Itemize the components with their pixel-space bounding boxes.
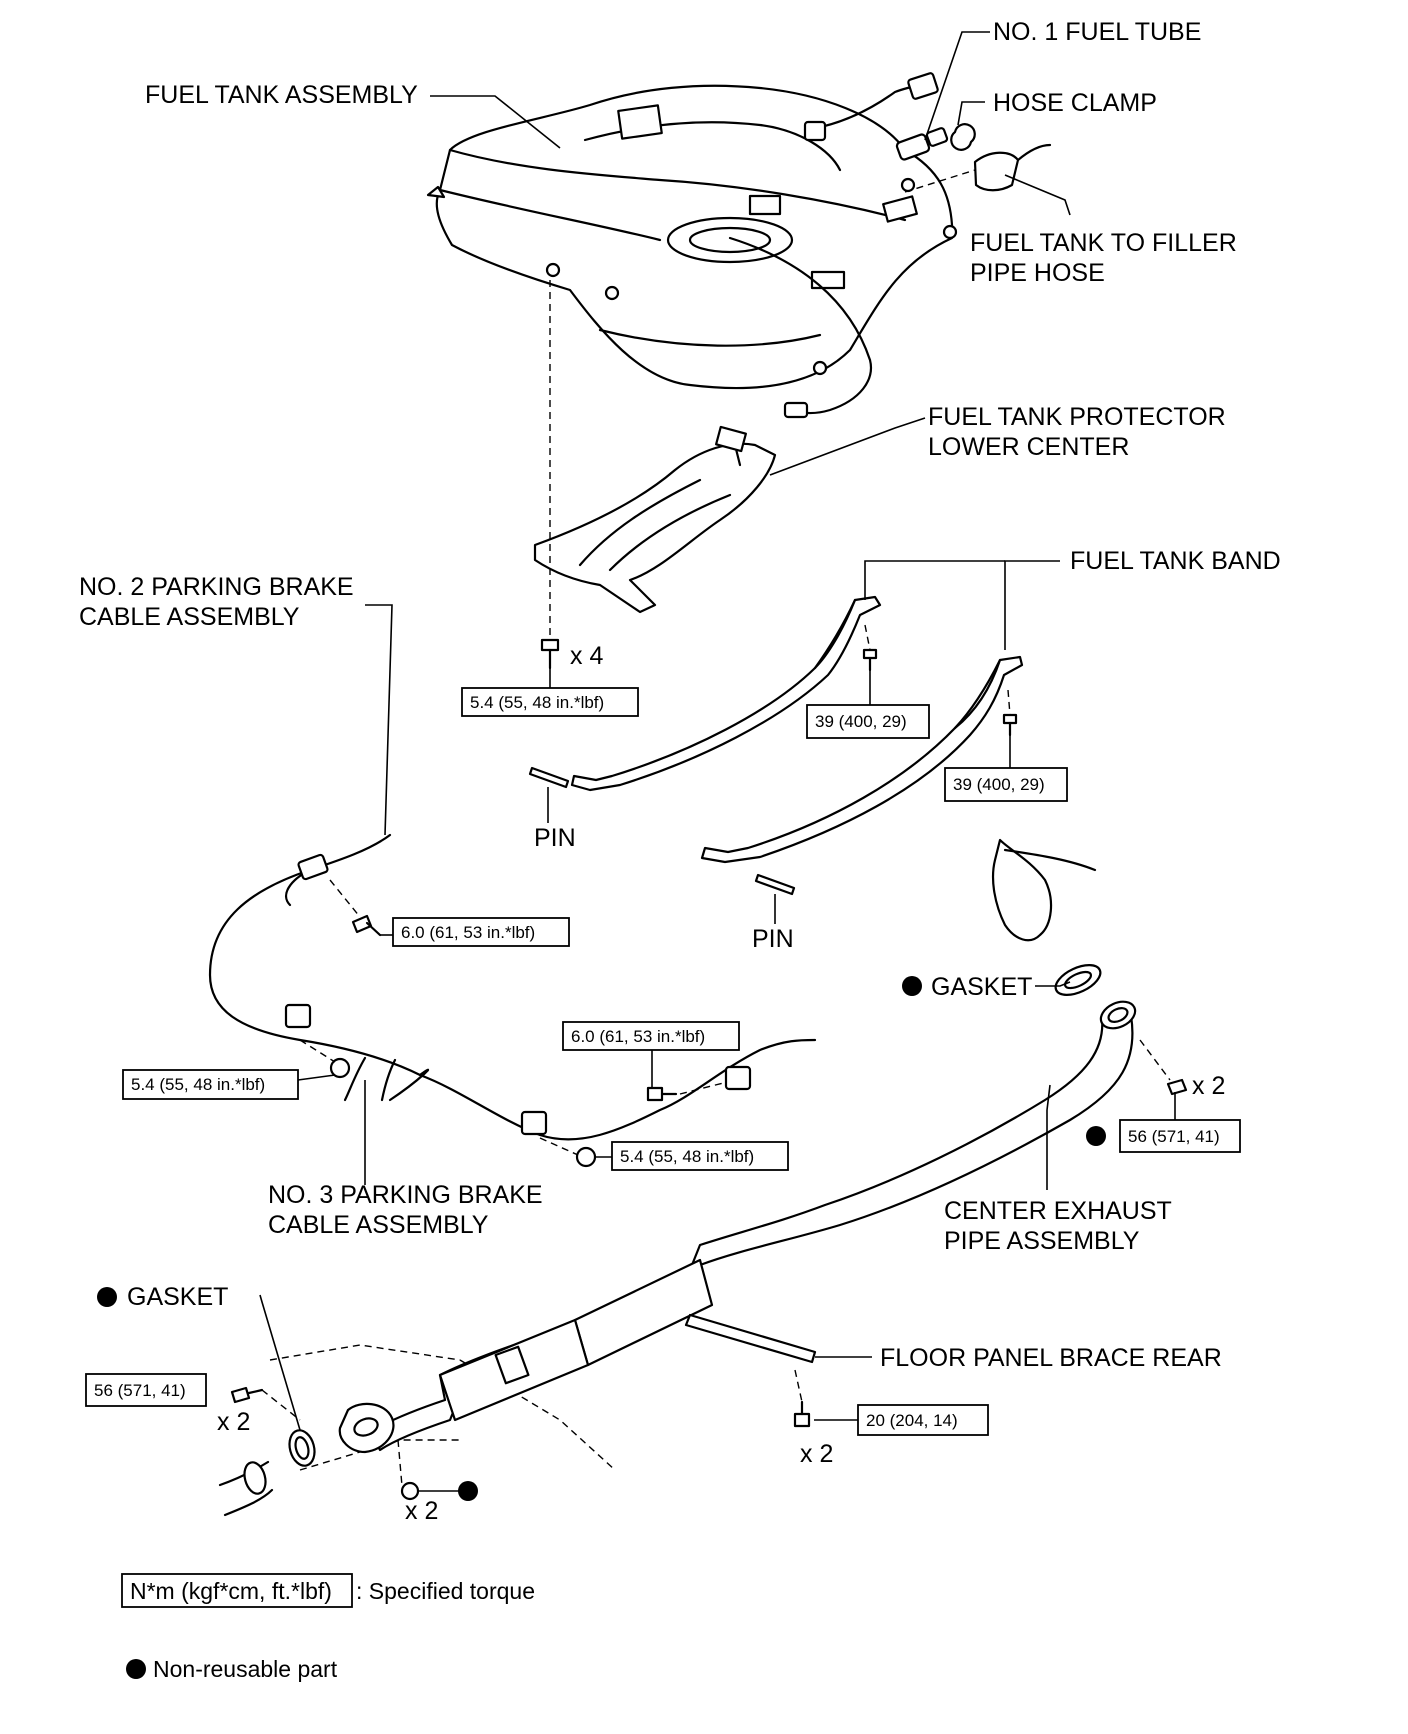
parking-brake-cables	[208, 833, 817, 1141]
label-pin-right: PIN	[752, 925, 794, 953]
label-gasket-lower: GASKET	[127, 1283, 228, 1311]
qty-exhaust-rear-bolts: x 2	[217, 1408, 250, 1436]
torque-cable-lower: 5.4 (55, 48 in.*lbf)	[620, 1147, 754, 1166]
fuel-tank-drawing	[426, 72, 958, 419]
label-protector-line2: LOWER CENTER	[928, 433, 1129, 461]
part-labels: FUEL TANK ASSEMBLY NO. 1 FUEL TUBE HOSE …	[79, 18, 1281, 1372]
torque-cable-upper: 6.0 (61, 53 in.*lbf)	[401, 923, 535, 942]
torque-boxes: 5.4 (55, 48 in.*lbf) 39 (400, 29) 39 (40…	[85, 687, 1241, 1436]
label-protector-line1: FUEL TANK PROTECTOR	[928, 403, 1226, 431]
legend-torque-key: N*m (kgf*cm, ft.*lbf)	[130, 1578, 332, 1604]
torque-cable-mid-right: 6.0 (61, 53 in.*lbf)	[571, 1027, 705, 1046]
label-filler-hose-line2: PIPE HOSE	[970, 259, 1105, 287]
label-exhaust-line1: CENTER EXHAUST	[944, 1197, 1172, 1225]
label-floor-brace: FLOOR PANEL BRACE REAR	[880, 1344, 1222, 1372]
label-no2-brake-line2: CABLE ASSEMBLY	[79, 603, 300, 631]
torque-exhaust-rear: 56 (571, 41)	[94, 1381, 186, 1400]
label-gasket-upper: GASKET	[931, 973, 1032, 1001]
non-reusable-marker-upper-gasket	[902, 976, 922, 996]
legend: N*m (kgf*cm, ft.*lbf) : Specified torque…	[121, 1573, 535, 1682]
label-no1-fuel-tube: NO. 1 FUEL TUBE	[993, 18, 1201, 46]
fuel-tube-and-hose	[895, 123, 1052, 193]
qty-tank-bolts: x 4	[570, 642, 603, 670]
label-fuel-tank-band: FUEL TANK BAND	[1070, 547, 1281, 575]
label-hose-clamp: HOSE CLAMP	[993, 89, 1157, 117]
fuel-tank-bands	[570, 595, 1024, 864]
legend-torque-desc: : Specified torque	[356, 1578, 535, 1604]
quantity-labels: x 4 x 2 x 2 x 2 x 2	[217, 642, 1225, 1525]
non-reusable-marker-front-nuts	[1086, 1126, 1106, 1146]
torque-floor-brace: 20 (204, 14)	[866, 1411, 958, 1430]
label-fuel-tank-assembly: FUEL TANK ASSEMBLY	[145, 81, 418, 109]
label-pin-left: PIN	[534, 824, 576, 852]
gaskets-and-brace	[218, 838, 1102, 1517]
label-no3-brake-line2: CABLE ASSEMBLY	[268, 1211, 489, 1239]
label-no2-brake-line1: NO. 2 PARKING BRAKE	[79, 573, 354, 601]
legend-non-reusable-desc: Non-reusable part	[153, 1656, 338, 1682]
label-filler-hose-line1: FUEL TANK TO FILLER	[970, 229, 1237, 257]
torque-band-rear: 39 (400, 29)	[953, 775, 1045, 794]
non-reusable-marker-rear-nuts	[458, 1481, 478, 1501]
label-no3-brake-line1: NO. 3 PARKING BRAKE	[268, 1181, 543, 1209]
legend-non-reusable-icon	[126, 1659, 146, 1679]
non-reusable-marker-lower-gasket	[97, 1287, 117, 1307]
pins	[528, 766, 796, 896]
non-reusable-markers	[97, 976, 1106, 1501]
center-exhaust-pipe-drawing	[338, 1000, 1137, 1454]
qty-exhaust-rear-nuts: x 2	[405, 1497, 438, 1525]
torque-cable-mid-left: 5.4 (55, 48 in.*lbf)	[131, 1075, 265, 1094]
torque-tank-protector: 5.4 (55, 48 in.*lbf)	[470, 693, 604, 712]
fuel-tank-protector-drawing	[533, 425, 777, 614]
leader-lines	[259, 31, 1176, 1492]
label-exhaust-line2: PIPE ASSEMBLY	[944, 1227, 1140, 1255]
torque-band-front: 39 (400, 29)	[815, 712, 907, 731]
fasteners	[230, 638, 1188, 1501]
torque-exhaust-front: 56 (571, 41)	[1128, 1127, 1220, 1146]
qty-exhaust-front-nuts: x 2	[1192, 1072, 1225, 1100]
qty-brace-bolts: x 2	[800, 1440, 833, 1468]
